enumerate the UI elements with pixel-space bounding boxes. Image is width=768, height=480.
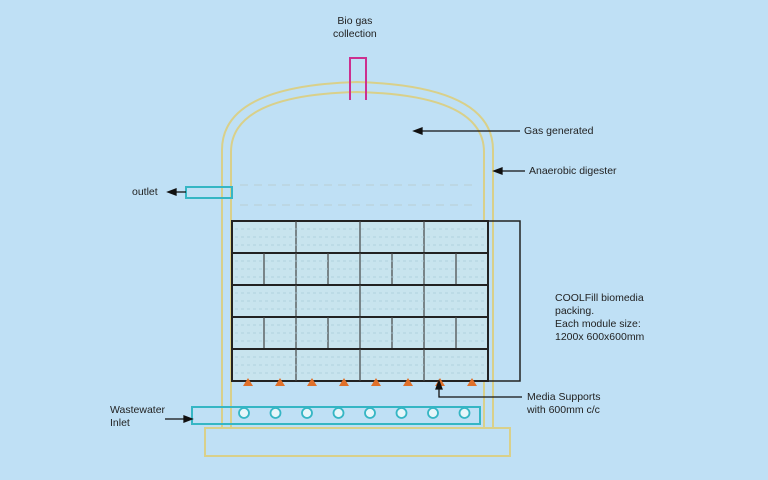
inlet-nozzle [458,407,471,419]
gas-generated-label: Gas generated [524,125,594,137]
anaerobic-digester-label: Anaerobic digester [529,165,617,177]
vessel-outer-wall [221,80,494,428]
inlet-nozzle [395,407,408,419]
inlet-nozzle [301,407,313,419]
wastewater-inlet-label: Wastewater Inlet [110,404,165,430]
wastewater-inlet-label-line2: Inlet [110,417,130,429]
biogas-collection-label-line1: Bio gas [337,15,373,27]
inlet-nozzle [269,407,282,419]
outlet-label: outlet [132,186,158,198]
media-supports-arrowhead [435,379,443,390]
media-support-triangle [275,378,285,386]
outlet-pipe [185,186,233,199]
inlet-nozzles [238,407,471,419]
biogas-pipe [349,57,367,100]
media-supports-label-line1: Media Supports [527,391,601,403]
biogas-collection-label-line2: collection [333,28,377,40]
wastewater-inlet-arrowhead [183,415,194,423]
packing-rows [232,221,488,381]
media-supports-leader [438,386,522,398]
media-support-triangle [467,378,477,386]
inlet-nozzle [364,407,376,419]
media-supports-label-line2: with 600mm c/c [527,404,600,416]
inlet-nozzle [332,407,345,419]
media-supports-label: Media Supports with 600mm c/c [527,391,601,417]
biogas-collection-label: Bio gas collection [333,15,377,41]
gas-generated-arrowhead [412,127,423,135]
media-support-triangle [371,378,381,386]
media-support-triangle [339,378,349,386]
wastewater-inlet-label-line1: Wastewater [110,404,166,416]
inlet-nozzle [427,407,439,419]
vessel-inner-wall [230,90,485,428]
packing-bracket [488,220,521,382]
packing-label-line3: Each module size: [555,318,641,330]
vessel-base [204,427,511,457]
packing-label-line1: COOLFill biomedia [555,292,644,304]
packing-label-line4: 1200x 600x600mm [555,331,645,343]
media-support-triangle [403,378,413,386]
outlet-arrowhead [166,188,177,196]
anaerobic-digester-arrowhead [492,167,503,175]
media-support-triangle [243,378,253,386]
media-support-triangle [307,378,317,386]
leader-arrows [165,127,525,423]
inlet-pipe [191,406,481,425]
inlet-nozzle [238,407,250,419]
packing-label-line2: packing. [555,305,595,317]
packing-label: COOLFill biomedia packing. Each module s… [555,292,644,344]
